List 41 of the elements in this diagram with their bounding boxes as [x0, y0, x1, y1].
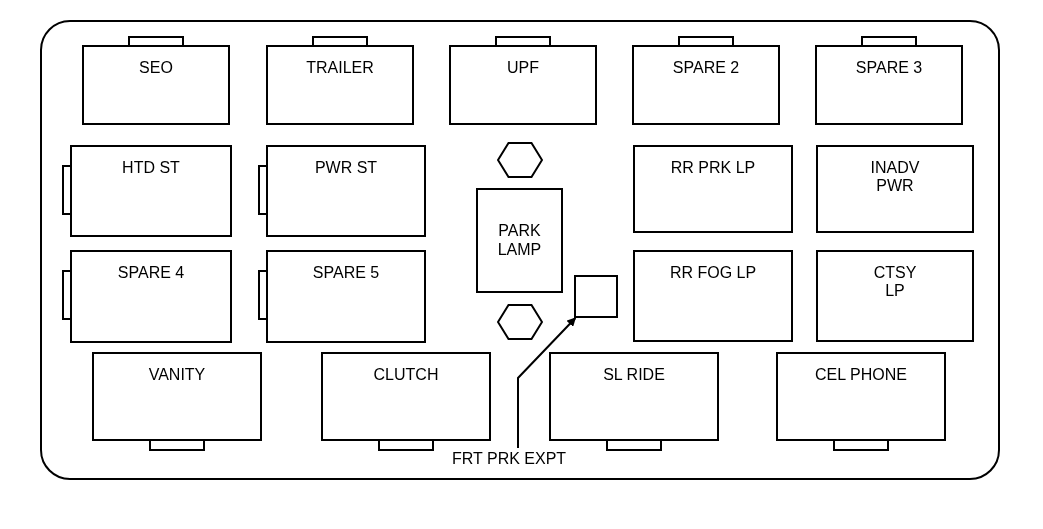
fuse-label: TRAILER — [306, 59, 374, 78]
fuse-label: PWR ST — [314, 159, 378, 178]
fuse-slot — [633, 145, 793, 233]
fuse-label: CEL PHONE — [815, 366, 907, 385]
fuse-slot — [321, 352, 491, 441]
fuse-label: INADV PWR — [869, 159, 921, 196]
fuse-slot — [266, 145, 426, 237]
fuse-slot — [92, 352, 262, 441]
fuse-slot — [70, 250, 232, 343]
fuse-slot — [632, 45, 780, 125]
fuse-label: VANITY — [148, 366, 206, 385]
fuse-slot — [633, 250, 793, 342]
fuse-label: SPARE 5 — [312, 264, 380, 283]
empty-fuse-slot — [574, 275, 618, 318]
fuse-label: HTD ST — [122, 159, 180, 178]
fuse-slot — [82, 45, 230, 125]
fuse-label: SPARE 4 — [117, 264, 185, 283]
fuse-label: SL RIDE — [603, 366, 665, 385]
hexagon-relay — [497, 304, 543, 340]
fuse-slot — [815, 45, 963, 125]
fuse-slot — [266, 45, 414, 125]
hexagon-relay — [497, 142, 543, 178]
fuse-label: CLUTCH — [373, 366, 439, 385]
leader-line — [517, 317, 577, 449]
fuse-label: PARK LAMP — [496, 222, 543, 259]
callout-label: FRT PRK EXPT — [452, 450, 567, 468]
fuse-slot — [449, 45, 597, 125]
fuse-label: CTSY LP — [872, 264, 918, 301]
fuse-slot — [70, 145, 232, 237]
fuse-label: RR FOG LP — [669, 264, 757, 283]
fuse-label: SPARE 2 — [672, 59, 740, 78]
fuse-label: UPF — [507, 59, 539, 78]
fuse-slot — [816, 145, 974, 233]
fuse-slot — [266, 250, 426, 343]
fuse-slot — [776, 352, 946, 441]
fuse-slot — [549, 352, 719, 441]
fuse-slot — [476, 188, 563, 293]
fuse-label: SPARE 3 — [855, 59, 923, 78]
fuse-label: SEO — [139, 59, 173, 78]
fuse-slot — [816, 250, 974, 342]
fuse-label: RR PRK LP — [670, 159, 756, 178]
